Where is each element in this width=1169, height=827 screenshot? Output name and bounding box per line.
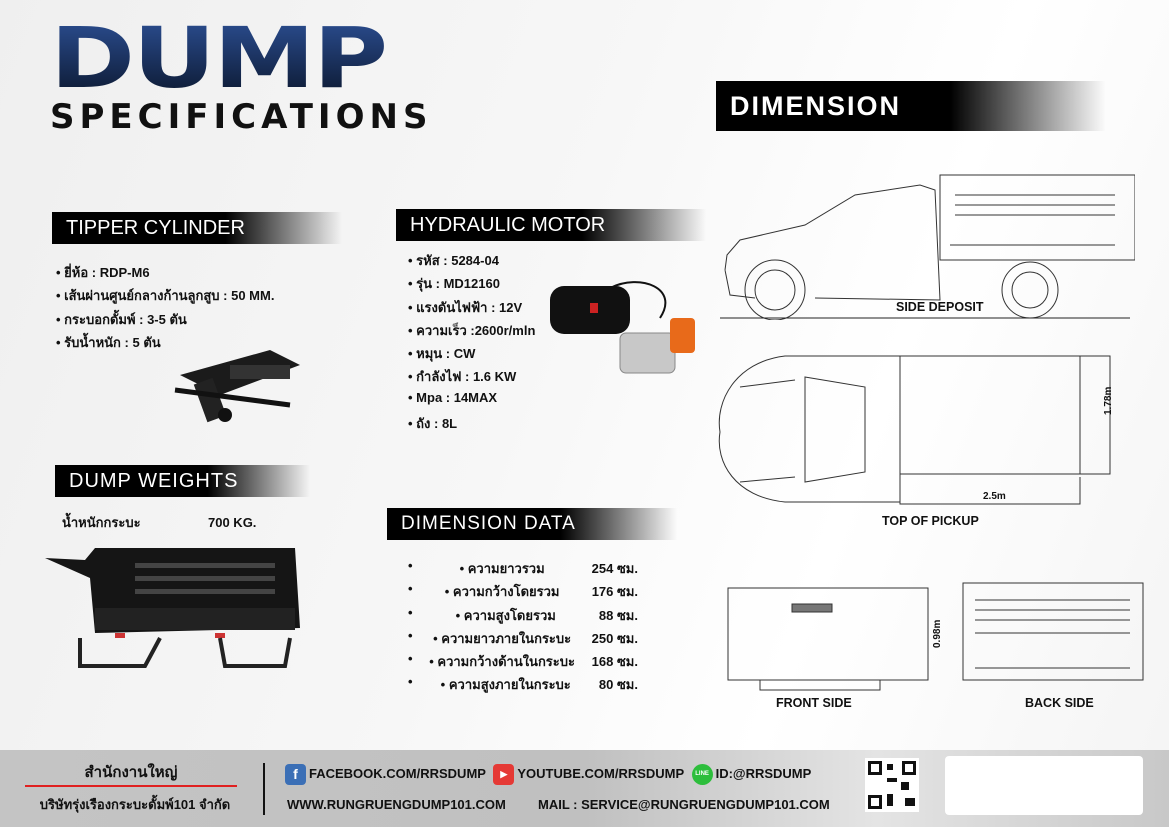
- top-of-pickup-label: TOP OF PICKUP: [882, 514, 979, 528]
- dimension-row: ความสูงโดยรวม 88 ซม.: [408, 605, 638, 628]
- spec-item: รุ่น : MD12160: [408, 273, 535, 296]
- line-id[interactable]: ID:@RRSDUMP: [715, 765, 812, 781]
- top-view-drawing: [718, 355, 1111, 505]
- spec-item: แรงดันไฟฟ้า : 12V: [408, 297, 535, 320]
- width-dimension-label: 1.78m: [1103, 386, 1114, 415]
- dimension-header: DIMENSION: [716, 81, 1106, 131]
- spec-item: เส้นผ่านศูนย์กลางก้านลูกสูบ : 50 MM.: [56, 285, 274, 308]
- dimension-row: ความยาวภายในกระบะ 250 ซม.: [408, 628, 638, 651]
- dimension-label: ความสูงโดยรวม: [456, 605, 556, 628]
- youtube-link[interactable]: YOUTUBE.COM/RRSDUMP: [517, 765, 684, 781]
- dimension-row: ความกว้างโดยรวม 176 ซม.: [408, 581, 638, 604]
- front-back-drawing: [727, 582, 1144, 691]
- back-side-label: BACK SIDE: [1025, 696, 1094, 710]
- qr-code-icon: [865, 758, 919, 812]
- dimension-label: ความยาวภายในกระบะ: [433, 628, 571, 651]
- spec-item: ความเร็ว :2600r/mln: [408, 320, 535, 343]
- dimension-value: 168 ซม.: [591, 654, 638, 670]
- side-deposit-label: SIDE DEPOSIT: [896, 300, 984, 314]
- tipper-spec-list: ยี่ห้อ : RDP-M6 เส้นผ่านศูนย์กลางก้านลูก…: [56, 262, 274, 355]
- facebook-link[interactable]: FACEBOOK.COM/RRSDUMP: [309, 765, 486, 781]
- dimension-value: 88 ซม.: [598, 607, 638, 623]
- length-dimension-label: 2.5m: [983, 491, 1006, 502]
- height-dimension-label: 0.98m: [932, 619, 943, 648]
- spec-item: ยี่ห้อ : RDP-M6: [56, 262, 274, 285]
- line-icon: LINE: [691, 764, 713, 785]
- dump-weights-header: DUMP WEIGHTS: [55, 465, 310, 497]
- divider: [263, 763, 265, 815]
- dimension-data-header: DIMENSION DATA: [387, 508, 677, 540]
- spec-item: หมุน : CW: [408, 343, 535, 366]
- weight-row: น้ำหนักกระบะ 700 KG.: [62, 512, 256, 533]
- dimension-value: 80 ซม.: [598, 677, 638, 693]
- logo-dump: DUMP: [50, 9, 388, 107]
- spec-item: Mpa : 14MAX: [408, 390, 535, 413]
- office-label: สำนักงานใหญ่: [84, 764, 178, 781]
- tipper-cylinder-image: [174, 350, 300, 423]
- dimension-data-list: ความยาวรวม 254 ซม. ความกว้างโดยรวม 176 ซม.…: [408, 558, 638, 698]
- blank-panel: [945, 756, 1143, 815]
- dump-body-image: [45, 548, 300, 668]
- dimension-label: ความสูงภายในกระบะ: [441, 674, 571, 697]
- divider-red: [25, 785, 237, 787]
- dimension-value: 250 ซม.: [591, 630, 638, 646]
- dimension-value: 254 ซม.: [591, 561, 638, 576]
- spec-item: รับน้ำหนัก : 5 ตัน: [56, 332, 274, 355]
- motor-spec-list: รหัส : 5284-04 รุ่น : MD12160 แรงดันไฟฟ้…: [408, 250, 535, 436]
- hydraulic-motor-header: HYDRAULIC MOTOR: [396, 209, 706, 241]
- dimension-value: 176 ซม.: [591, 584, 638, 600]
- spec-item: กระบอกดั้มพ์ : 3-5 ตัน: [56, 309, 274, 332]
- youtube-icon: ▶: [493, 764, 515, 785]
- company-name: บริษัทรุ่งเรืองกระบะดั้มพ์101 จำกัด: [39, 797, 231, 812]
- spec-item: รหัส : 5284-04: [408, 250, 535, 273]
- website-link[interactable]: WWW.RUNGRUENGDUMP101.COM: [287, 797, 506, 812]
- hydraulic-motor-image: [550, 281, 695, 374]
- facebook-icon: f: [285, 764, 306, 785]
- dimension-label: ความกว้างโดยรวม: [445, 581, 560, 604]
- weight-value: 700 KG.: [208, 515, 257, 530]
- weight-label: น้ำหนักกระบะ: [62, 515, 141, 530]
- email-link[interactable]: MAIL : SERVICE@RUNGRUENGDUMP101.COM: [538, 797, 830, 812]
- logo-specifications: SPECIFICATIONS: [50, 97, 433, 137]
- spec-item: กำลังไฟ : 1.6 KW: [408, 366, 535, 389]
- dimension-row: ความยาวรวม 254 ซม.: [408, 558, 638, 581]
- dimension-row: ความกว้างด้านในกระบะ 168 ซม.: [408, 651, 638, 674]
- dimension-label: ความยาวรวม: [460, 558, 545, 581]
- side-view-drawing: [720, 174, 1135, 320]
- front-side-label: FRONT SIDE: [776, 696, 852, 710]
- tipper-cylinder-header: TIPPER CYLINDER: [52, 212, 342, 244]
- dimension-label: ความกว้างด้านในกระบะ: [429, 651, 575, 674]
- spec-item: ถัง : 8L: [408, 413, 535, 436]
- dimension-row: ความสูงภายในกระบะ 80 ซม.: [408, 674, 638, 697]
